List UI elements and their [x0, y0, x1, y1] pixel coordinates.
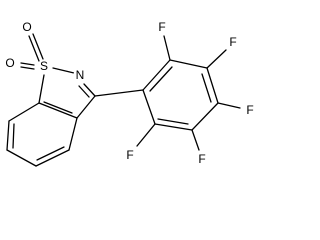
atom-oxygen-left: O — [5, 56, 14, 70]
atom-fluorine-top: F — [158, 20, 165, 34]
bond-c3a-c7a — [38, 102, 78, 119]
molecule-diagram: O O S N F F F F F — [3, 20, 257, 167]
bond-ar2-ar3 — [169, 59, 208, 69]
atom-label-backing — [243, 103, 257, 117]
bond-ar3-ar4-inner — [201, 73, 212, 103]
atom-label-backing — [73, 68, 87, 82]
bond-ar1-ar2-inner — [149, 66, 173, 92]
atom-label-backing — [37, 59, 51, 73]
atom-fluorine-lower-right: F — [198, 152, 205, 166]
bond-c-f-left — [136, 123, 156, 147]
atom-label-backing — [155, 20, 169, 34]
atom-nitrogen: N — [76, 68, 85, 82]
bond-ar5-ar6 — [154, 123, 193, 131]
bond-ar3-ar4 — [206, 67, 219, 104]
bond-s-o2-a — [20, 62, 35, 66]
bond-s-o2-b — [20, 66, 35, 70]
bond-ar1-ar2 — [142, 59, 171, 91]
atom-oxygen-top: O — [22, 20, 31, 34]
atom-sulfur: S — [40, 59, 48, 73]
atom-label-backing — [3, 56, 17, 70]
bond-s-o1-b — [32, 33, 44, 60]
bond-c5-c4-inner — [36, 146, 65, 161]
bond-c-f-top — [163, 35, 171, 61]
atom-labels: O O S N F F F F F — [3, 20, 257, 166]
bond-c4-c3a — [68, 117, 78, 151]
atom-label-backing — [226, 35, 240, 49]
atom-fluorine-left: F — [126, 148, 133, 162]
atom-label-backing — [123, 148, 137, 162]
bond-ar4-ar5 — [191, 102, 219, 131]
bond-s-n — [52, 67, 75, 74]
bond-c3-aryl — [94, 89, 144, 97]
bond-c-f-upper-right — [206, 49, 227, 69]
bond-c7a-s — [38, 74, 45, 104]
bond-c5-c4 — [35, 149, 70, 167]
atom-label-backing — [20, 20, 34, 34]
bond-layer — [6, 33, 241, 167]
atom-fluorine-upper-right: F — [229, 35, 236, 49]
bond-c3a-c7a-inner — [43, 101, 73, 114]
bond-c7a-c7 — [8, 102, 40, 122]
bond-c-f-lower-right — [191, 129, 200, 151]
bond-c3-c3a — [76, 95, 96, 119]
bond-n-c3 — [83, 83, 96, 97]
bond-s-o1-a — [28, 35, 40, 62]
bond-c7-c6-inner — [12, 123, 15, 149]
bond-ar5-ar6-inner — [157, 118, 189, 125]
structure-canvas: O O S N F F F F F — [3, 20, 257, 167]
bond-ar6-ar1 — [142, 89, 156, 125]
bond-c6-c5 — [6, 149, 37, 167]
atom-label-backing — [195, 152, 209, 166]
bond-n-c3-inner — [78, 85, 90, 98]
bond-c7-c6 — [6, 120, 10, 151]
atom-fluorine-right: F — [246, 103, 253, 117]
bond-c-f-right — [217, 102, 241, 109]
